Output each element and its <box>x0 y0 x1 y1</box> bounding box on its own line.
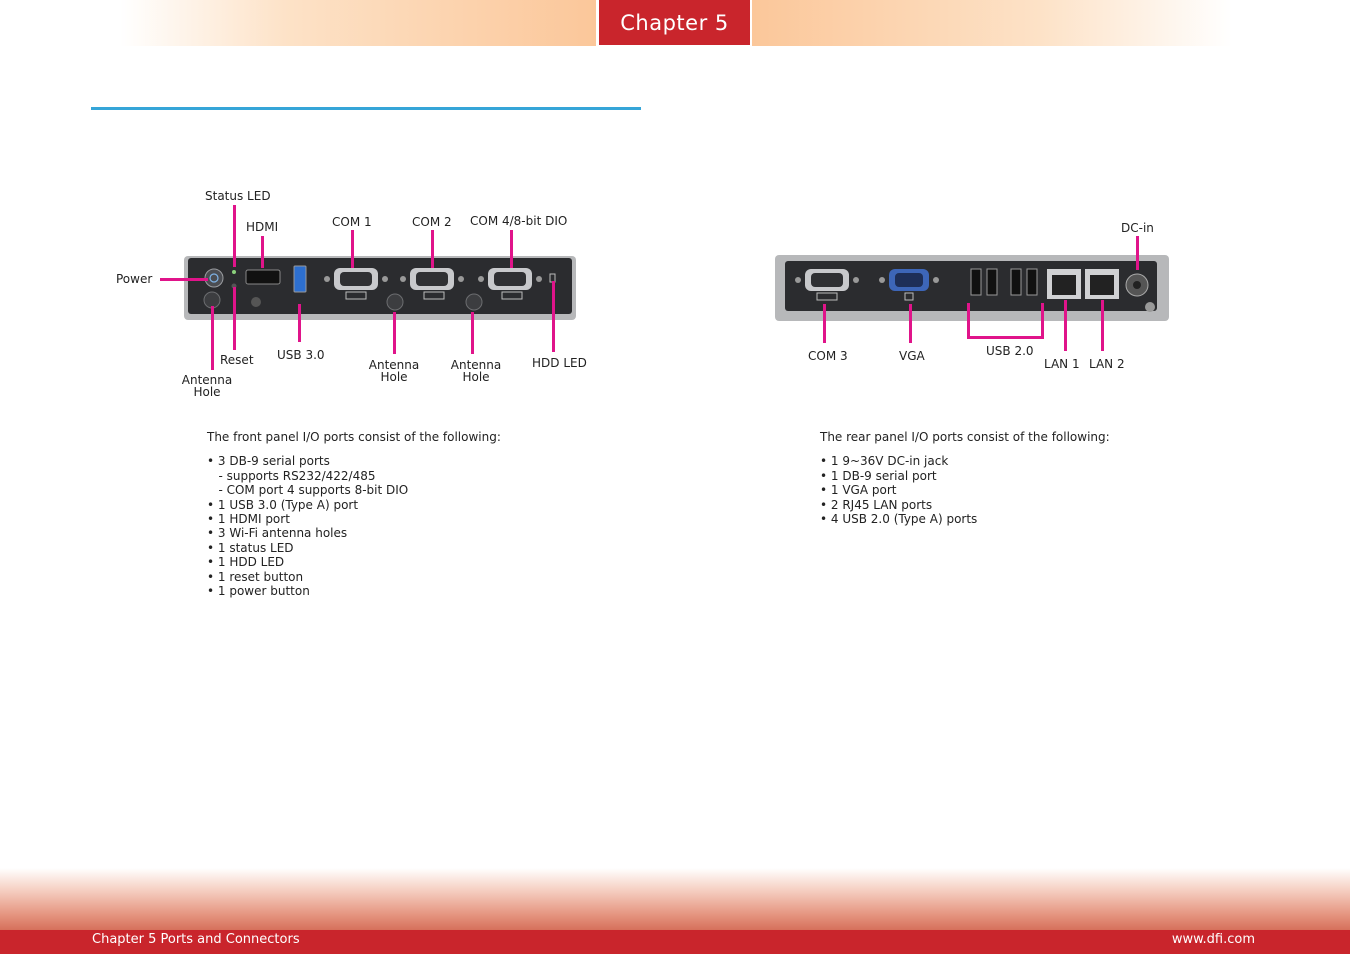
label-lan2: LAN 2 <box>1089 357 1125 371</box>
label-com1: COM 1 <box>332 215 372 229</box>
list-item: • 1 power button <box>207 584 310 599</box>
list-item: • 1 status LED <box>207 540 294 555</box>
label-reset: Reset <box>220 353 254 367</box>
list-item: • 1 USB 3.0 (Type A) port <box>207 497 359 512</box>
list-item: • 1 reset button <box>207 569 304 584</box>
footer-gradient <box>0 868 1350 930</box>
front-panel-description: The front panel I/O ports consist of the… <box>207 430 567 598</box>
callout-line-vga <box>909 304 912 343</box>
label-antenna-hole-3: Antenna Hole <box>450 358 502 384</box>
rear-panel-description: The rear panel I/O ports consist of the … <box>820 430 1180 526</box>
label-vga: VGA <box>899 349 925 363</box>
callout-line-com4 <box>510 230 513 268</box>
callout-line-usb30 <box>298 304 301 342</box>
rear-panel-intro: The rear panel I/O ports consist of the … <box>820 430 1110 444</box>
callout-line-usb20-left <box>967 303 970 339</box>
callout-line-power <box>160 278 208 281</box>
callout-line-usb20-bottom <box>967 336 1044 339</box>
list-item: • 4 USB 2.0 (Type A) ports <box>820 512 978 527</box>
label-usb30: USB 3.0 <box>277 348 325 362</box>
callout-line-hdmi <box>261 236 264 268</box>
list-item: • 1 HDD LED <box>207 555 285 570</box>
label-antenna-hole-2: Antenna Hole <box>368 358 420 384</box>
list-item: - COM port 4 supports 8-bit DIO <box>207 483 409 498</box>
footer-chapter-title: Chapter 5 Ports and Connectors <box>92 932 300 947</box>
list-item: • 1 9~36V DC-in jack <box>820 454 949 469</box>
label-dcin: DC-in <box>1121 221 1154 235</box>
footer-bar: Chapter 5 Ports and Connectors www.dfi.c… <box>0 930 1350 954</box>
callout-line-usb20-right <box>1041 303 1044 339</box>
callout-line-hdd-led <box>552 281 555 352</box>
callout-line-com3 <box>823 304 826 343</box>
label-com2: COM 2 <box>412 215 452 229</box>
list-item: • 2 RJ45 LAN ports <box>820 497 933 512</box>
list-item: • 3 Wi-Fi antenna holes <box>207 526 348 541</box>
callout-line-lan1 <box>1064 300 1067 351</box>
label-power: Power <box>116 272 153 286</box>
section-rule <box>91 107 641 110</box>
chapter-tab: Chapter 5 <box>599 0 750 45</box>
list-item: • 3 DB-9 serial ports <box>207 454 330 469</box>
header-gradient-right <box>752 0 1232 46</box>
label-status-led: Status LED <box>205 189 271 203</box>
label-com3: COM 3 <box>808 349 848 363</box>
rear-panel-device-image <box>775 255 1169 321</box>
label-usb20: USB 2.0 <box>986 344 1034 358</box>
callout-line-lan2 <box>1101 300 1104 351</box>
callout-line-antenna1 <box>211 306 214 370</box>
callout-line-reset <box>233 287 236 350</box>
label-hdmi: HDMI <box>246 220 279 234</box>
callout-line-dcin <box>1136 236 1139 270</box>
list-item: • 1 VGA port <box>820 483 897 498</box>
list-item: • 1 HDMI port <box>207 512 290 527</box>
callout-line-status-led <box>233 205 236 267</box>
footer-website: www.dfi.com <box>1171 932 1255 947</box>
label-lan1: LAN 1 <box>1044 357 1080 371</box>
list-item: - supports RS232/422/485 <box>207 468 376 483</box>
front-panel-intro: The front panel I/O ports consist of the… <box>207 430 501 444</box>
header-gradient-left <box>120 0 596 46</box>
front-panel-device-image <box>184 256 576 320</box>
label-com4: COM 4/8-bit DIO <box>470 214 568 228</box>
callout-line-com2 <box>431 230 434 268</box>
list-item: • 1 DB-9 serial port <box>820 468 937 483</box>
callout-line-com1 <box>351 230 354 268</box>
label-hdd-led: HDD LED <box>532 356 587 370</box>
callout-line-antenna2 <box>393 312 396 354</box>
callout-line-antenna3 <box>471 312 474 354</box>
label-antenna-hole-1: Antenna Hole <box>181 373 233 399</box>
